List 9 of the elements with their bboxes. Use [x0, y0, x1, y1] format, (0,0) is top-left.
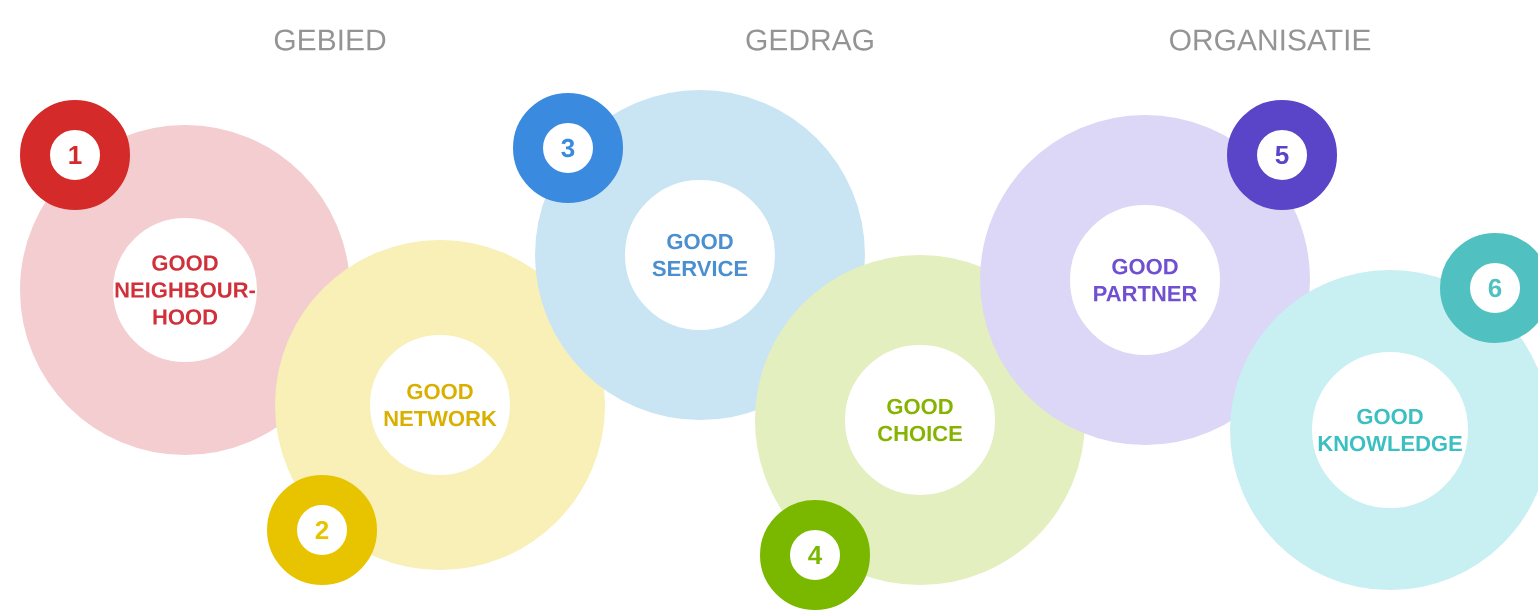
- column-heading: GEBIED: [274, 29, 386, 51]
- node-label: 3: [561, 138, 575, 158]
- node-label: 4: [808, 546, 823, 564]
- column-heading: GEDRAG: [746, 29, 873, 51]
- node-label: 5: [1275, 145, 1289, 165]
- node-label: 6: [1488, 278, 1502, 298]
- node-label: 2: [315, 520, 329, 540]
- node-label: 1: [69, 146, 82, 164]
- column-heading: ORGANISATIE: [1170, 29, 1371, 51]
